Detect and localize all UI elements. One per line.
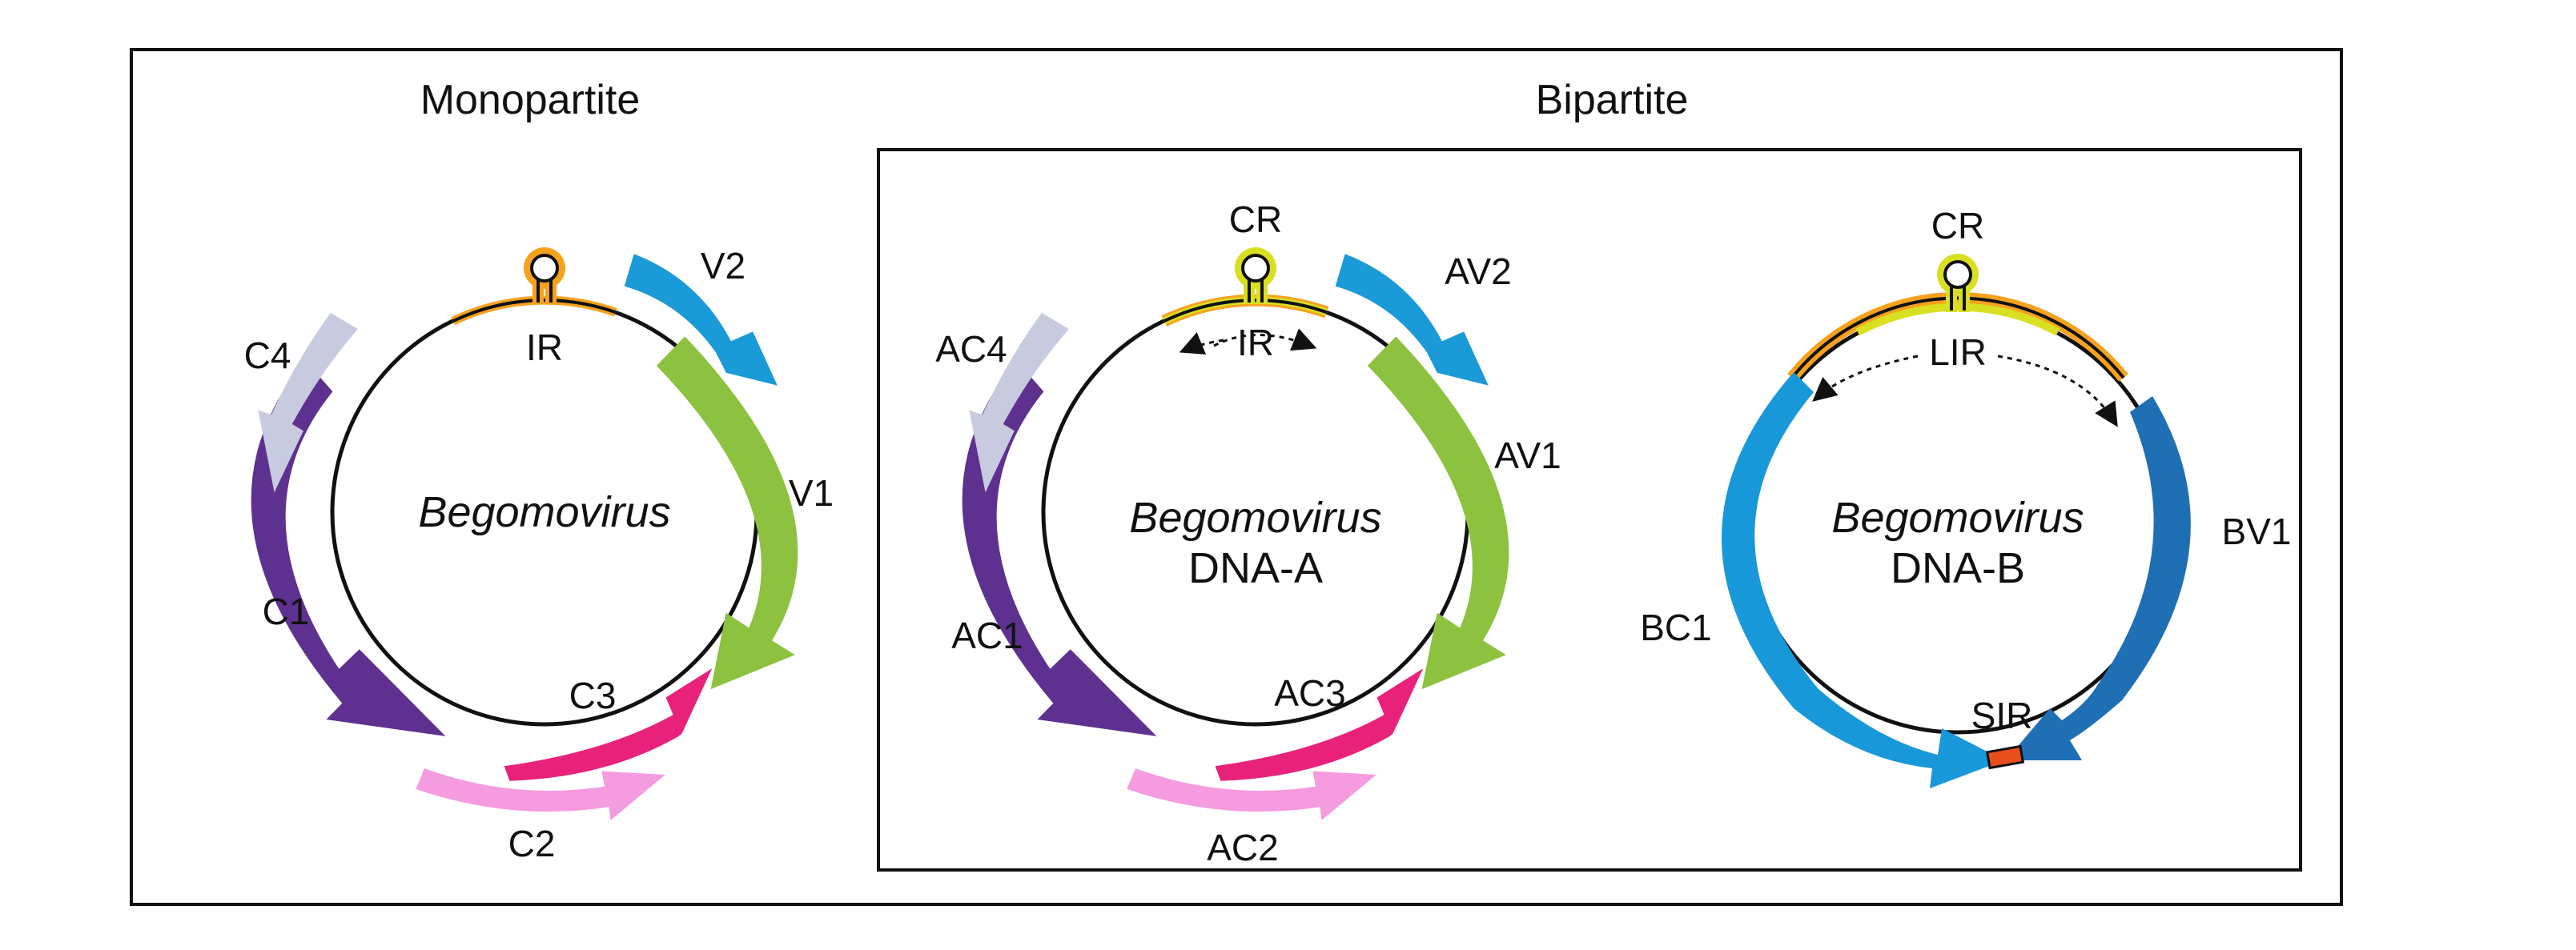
- c4-gene-arrow: [258, 312, 358, 493]
- dna-b-genome: Begomovirus DNA-B CR LIR SIR BC1 BV1: [1640, 205, 2291, 788]
- v1-label: V1: [789, 472, 834, 514]
- av2-label: AV2: [1445, 251, 1512, 292]
- v2-label: V2: [701, 245, 745, 287]
- component-label: DNA-A: [1188, 544, 1323, 592]
- virus-name-label: Begomovirus: [1831, 494, 2084, 542]
- c2-gene-arrow: [416, 768, 665, 820]
- bc1-mp-gene-arrow: [1722, 372, 2004, 788]
- ac1-rep-gene-arrow: [962, 360, 1157, 736]
- monopartite-genome: Begomovirus IR V2 C4 V1 C1 C3 C2: [244, 245, 834, 864]
- cr-label: CR: [1931, 205, 1984, 247]
- ac3-gene-arrow: [1215, 668, 1424, 781]
- lir-label: LIR: [1929, 331, 1987, 373]
- bipartite-title: Bipartite: [1536, 77, 1689, 123]
- ir-label: IR: [526, 327, 563, 368]
- virus-name-label: Begomovirus: [418, 488, 670, 536]
- av1-cp-gene-arrow: [1367, 336, 1509, 690]
- c3-label: C3: [569, 675, 617, 716]
- ir-label: IR: [1237, 322, 1274, 363]
- c1-label: C1: [263, 591, 310, 632]
- av2-gene-arrow: [1335, 254, 1489, 386]
- v2-gene-arrow: [624, 254, 778, 386]
- ac3-label: AC3: [1274, 672, 1345, 714]
- ac2-gene-arrow: [1127, 768, 1376, 820]
- v1-cp-gene-arrow: [656, 336, 798, 690]
- ac2-label: AC2: [1207, 827, 1278, 868]
- component-label: DNA-B: [1891, 544, 2025, 592]
- c3-gene-arrow: [504, 668, 713, 781]
- cr-label: CR: [1229, 198, 1282, 240]
- ac1-label: AC1: [951, 615, 1023, 656]
- ac4-label: AC4: [935, 328, 1007, 370]
- c4-label: C4: [244, 335, 291, 376]
- lir-span-dotted-arrow: [1812, 355, 1919, 402]
- outer-frame: [130, 48, 2343, 906]
- ac4-gene-arrow: [969, 312, 1069, 493]
- bc1-label: BC1: [1640, 607, 1711, 648]
- bv1-nsp-gene-arrow: [2006, 396, 2191, 760]
- dna-a-genome: Begomovirus DNA-A CR IR AV2 AC4 AV1 AC1 …: [935, 198, 1561, 868]
- c2-label: C2: [508, 823, 556, 864]
- c1-rep-gene-arrow: [251, 360, 446, 736]
- sir-region: [1985, 744, 2025, 770]
- sir-label: SIR: [1971, 695, 2033, 736]
- ir-span-dotted-arrow: [1213, 328, 1317, 351]
- virus-name-label: Begomovirus: [1129, 494, 1381, 542]
- av1-label: AV1: [1494, 435, 1561, 476]
- monopartite-title: Monopartite: [420, 77, 641, 123]
- bv1-label: BV1: [2222, 511, 2292, 552]
- bipartite-frame: [877, 148, 2302, 872]
